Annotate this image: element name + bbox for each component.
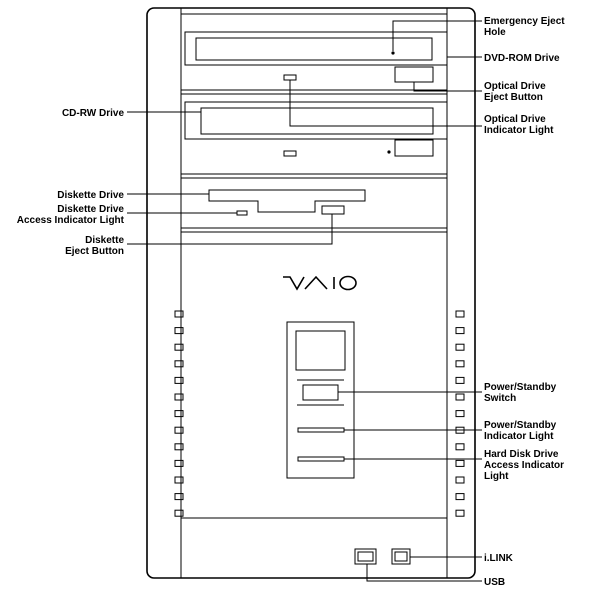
label-line: Optical Drive [484,114,546,125]
label-line: Access Indicator Light [17,215,125,226]
diskette-bay [180,177,448,229]
vent-slot [174,459,184,467]
diskette-slot [208,189,366,213]
vent-slot [174,509,184,517]
vent-slot [174,476,184,484]
label-line: Indicator Light [484,125,554,136]
vent-slot [455,310,465,318]
vent-slot [174,443,184,451]
control-panel [286,321,355,479]
power-standby-indicator [297,427,345,433]
vent-slot [455,410,465,418]
vaio-logo [283,275,357,291]
vent-slot [455,360,465,368]
vent-slot [455,343,465,351]
label-line: Eject Button [65,246,124,257]
dvd-eject-button[interactable] [394,66,434,83]
vent-slot [174,493,184,501]
emergency-eject-hole [391,51,395,55]
vent-slot [174,343,184,351]
label-line: Optical Drive [484,81,546,92]
leader-lines [127,20,482,582]
usb-port[interactable] [354,548,377,565]
diskette-access-light [236,210,248,216]
right-vents [455,310,465,517]
label-line: Indicator Light [484,431,554,442]
label-line: Hole [484,27,506,38]
vent-slot [455,509,465,517]
vent-slot [174,360,184,368]
vent-slot [174,393,184,401]
optical-drive-indicator-light [283,74,297,81]
vent-slot [455,327,465,335]
left-vents [174,310,184,517]
label-line: Access Indicator [484,460,564,471]
cd-rw-eject-button[interactable] [394,139,434,157]
cd-rw-indicator-light [283,150,297,157]
label-line: Eject Button [484,92,543,103]
vent-slot [174,376,184,384]
vent-slot [174,426,184,434]
label-dvd-rom-drive: DVD-ROM Drive [484,53,560,64]
dvd-rom-bay [180,13,448,91]
vent-slot [455,443,465,451]
label-line: Diskette [85,235,124,246]
label-cd-rw-drive: CD-RW Drive [62,108,124,119]
label-line: USB [484,577,505,588]
label-line: Emergency Eject [484,16,565,27]
label-line: Hard Disk Drive [484,449,559,460]
vent-slot [455,393,465,401]
vent-slot [174,310,184,318]
diskette-eject-button[interactable] [321,205,345,215]
label-usb: USB [484,577,505,588]
label-line: CD-RW Drive [62,108,124,119]
front-ports [354,548,411,565]
power-standby-switch[interactable] [302,384,339,401]
label-line: Diskette Drive [57,204,124,215]
label-line: Power/Standby [484,420,557,431]
cd-rw-emergency-eject-hole [387,150,391,154]
label-line: Diskette Drive [57,190,124,201]
lower-front-panel [181,231,447,519]
label-line: Switch [484,393,516,404]
label-line: Power/Standby [484,382,557,393]
label-line: Light [484,471,509,482]
vent-slot [455,459,465,467]
label-ilink: i.LINK [484,553,514,564]
label-diskette-drive: Diskette Drive [57,190,124,201]
vent-slot [455,376,465,384]
vent-slot [455,476,465,484]
vent-slot [174,327,184,335]
label-line: DVD-ROM Drive [484,53,560,64]
hdd-access-indicator [297,456,345,462]
label-line: i.LINK [484,553,514,564]
vent-slot [455,493,465,501]
vent-slot [174,410,184,418]
cd-rw-bay [180,93,448,175]
